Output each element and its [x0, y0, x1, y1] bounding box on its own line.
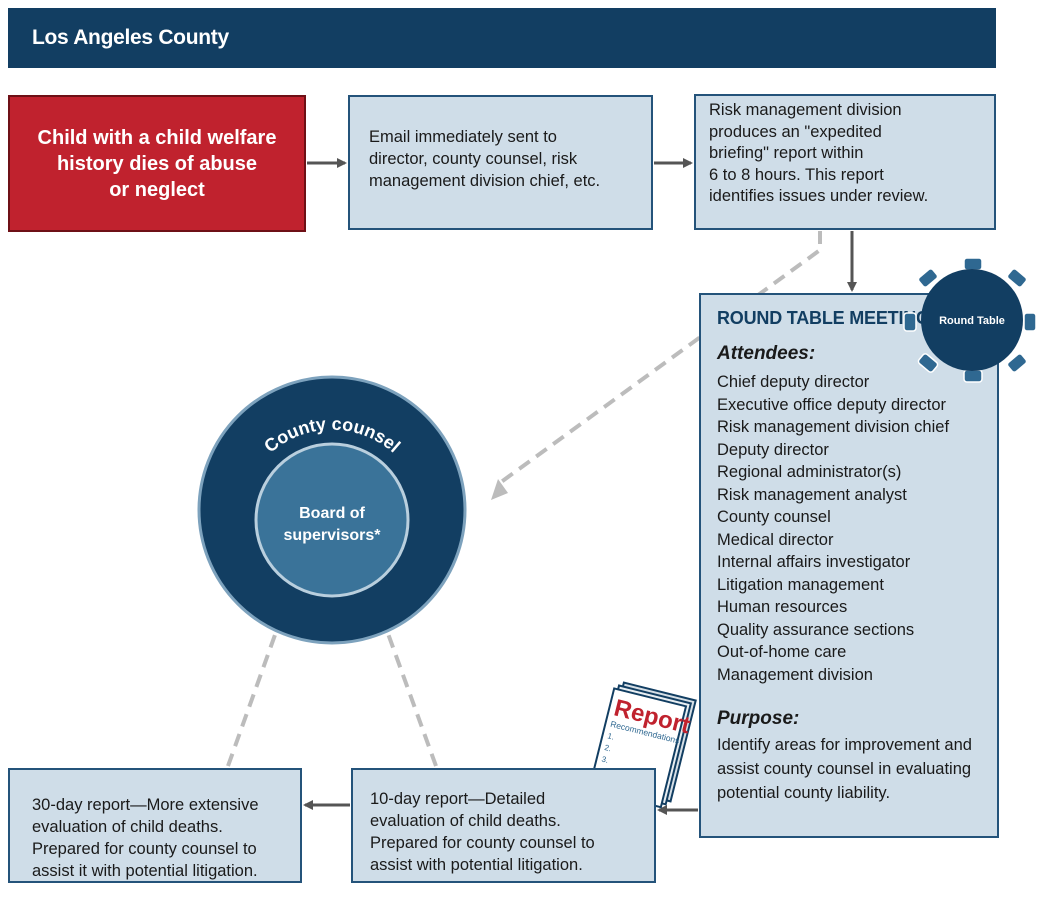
thirty-day-report-box: 30-day report—More extensive evaluation … — [8, 768, 302, 883]
round-table-icon: Round Table — [903, 257, 1037, 383]
attendee-item: Regional administrator(s) — [717, 463, 902, 481]
child-death-text: Child with a child welfare history dies … — [37, 126, 277, 201]
header-bar: Los Angeles County — [8, 8, 996, 68]
attendee-item: Deputy director — [717, 440, 829, 459]
attendees-label: Attendees: — [717, 343, 816, 364]
attendee-item: Human resources — [717, 598, 848, 616]
dashed-risk-to-board — [495, 231, 822, 487]
risk-management-box: Risk management division produces an "ex… — [694, 94, 996, 230]
round-table-title: ROUND TABLE MEETING — [717, 308, 930, 328]
attendee-item: Risk management division chief — [717, 418, 950, 436]
attendee-item: Executive office deputy director — [717, 395, 946, 414]
risk-management-text: Risk management division produces an "ex… — [709, 101, 929, 205]
ten-day-report-text: 10-day report—Detailed evaluation of chi… — [370, 790, 595, 874]
attendee-item: County counsel — [717, 508, 831, 526]
dashed-30day-to-board — [226, 606, 287, 767]
attendee-item: Quality assurance sections — [717, 620, 915, 639]
attendee-item: Management division — [717, 665, 873, 684]
child-death-box: Child with a child welfare history dies … — [8, 95, 306, 232]
report-item-3: 3. — [601, 755, 610, 765]
purpose-text: Identify areas for improvement and assis… — [717, 736, 972, 802]
header-title: Los Angeles County — [32, 26, 229, 49]
dashed-10day-to-board — [376, 605, 438, 767]
attendee-item: Out-of-home care — [717, 643, 847, 661]
attendee-item: Litigation management — [717, 575, 884, 594]
ten-day-report-box: 10-day report—Detailed evaluation of chi… — [351, 768, 656, 883]
attendee-item: Chief deputy director — [717, 373, 870, 391]
board-label-line1: Board of — [299, 505, 365, 522]
attendee-item: Risk management analyst — [717, 485, 907, 504]
email-notification-box: Email immediately sent to director, coun… — [348, 95, 653, 230]
attendee-item: Medical director — [717, 530, 834, 549]
attendee-item: Internal affairs investigator — [717, 553, 911, 571]
board-of-supervisors-circle — [254, 442, 410, 598]
thirty-day-report-text: 30-day report—More extensive evaluation … — [32, 796, 259, 880]
dashed-risk-to-board-head — [491, 479, 508, 500]
purpose-label: Purpose: — [717, 708, 800, 729]
email-notification-text: Email immediately sent to director, coun… — [369, 128, 601, 190]
round-table-icon-label: Round Table — [939, 315, 1005, 327]
round-table-box: ROUND TABLE MEETING Attendees: Chief dep… — [699, 293, 999, 838]
report-item-1: 1. — [606, 731, 615, 741]
board-label-line2: supervisors* — [284, 527, 382, 544]
report-item-2: 2. — [604, 743, 613, 753]
